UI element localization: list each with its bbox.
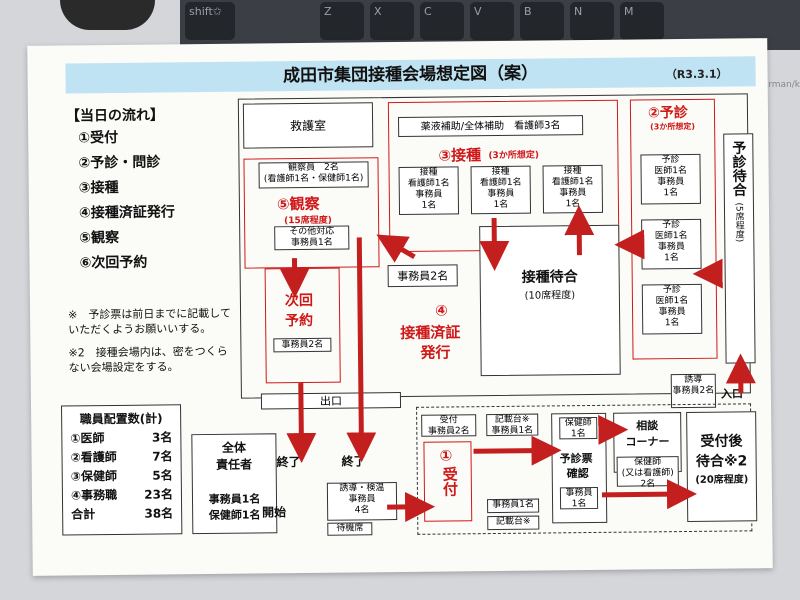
flow-item: ①受付 — [78, 129, 119, 147]
flow-item: ⑤観察 — [79, 229, 120, 247]
keyboard-key: X — [370, 2, 414, 40]
arrow — [346, 237, 377, 463]
flow-arrows — [279, 205, 756, 522]
arrow — [286, 383, 317, 464]
keyboard-key: Z — [320, 2, 364, 40]
flow-item: ⑥次回予約 — [79, 254, 148, 272]
note-2: ※2 接種会場内は、密をつくらない会場設定をする。 — [68, 344, 228, 375]
flow-item: ③接種 — [78, 179, 119, 197]
document-date: （R3.3.1） — [665, 67, 728, 82]
keyboard-key: M — [620, 2, 664, 40]
arrow — [376, 234, 416, 263]
keyboard-key: C — [420, 2, 464, 40]
flow-item: ④接種済証発行 — [78, 204, 175, 222]
arrow — [601, 479, 697, 510]
keyboard-key: N — [570, 2, 614, 40]
document: 成田市集団接種会場想定図（案） （R3.3.1） 【当日の流れ】 ①受付 ②予診… — [27, 38, 773, 576]
keyboard-key: V — [470, 2, 514, 40]
flow-heading: 【当日の流れ】 — [65, 107, 165, 125]
keyboard-key: shift✩ — [185, 2, 235, 40]
black-pouch — [60, 0, 155, 30]
flow-item: ②予診・問診 — [78, 154, 161, 172]
arrow — [473, 435, 562, 466]
document-title: 成田市集団接種会場想定図（案） — [65, 56, 756, 94]
keyboard: shift✩ Z X C V B N M harman/k — [180, 0, 800, 90]
keyboard-brand: harman/k — [757, 80, 800, 90]
staff-title: 職員配置数(計) — [79, 411, 163, 427]
note-1: ※ 予診票は前日までに記載していただくようお願いいする。 — [67, 306, 232, 337]
venue-map: 救護室 薬液補助/全体補助 看護師3名 ③接種 (3か所想定) 接種看護師1名事… — [237, 93, 763, 538]
keyboard-key: B — [520, 2, 564, 40]
